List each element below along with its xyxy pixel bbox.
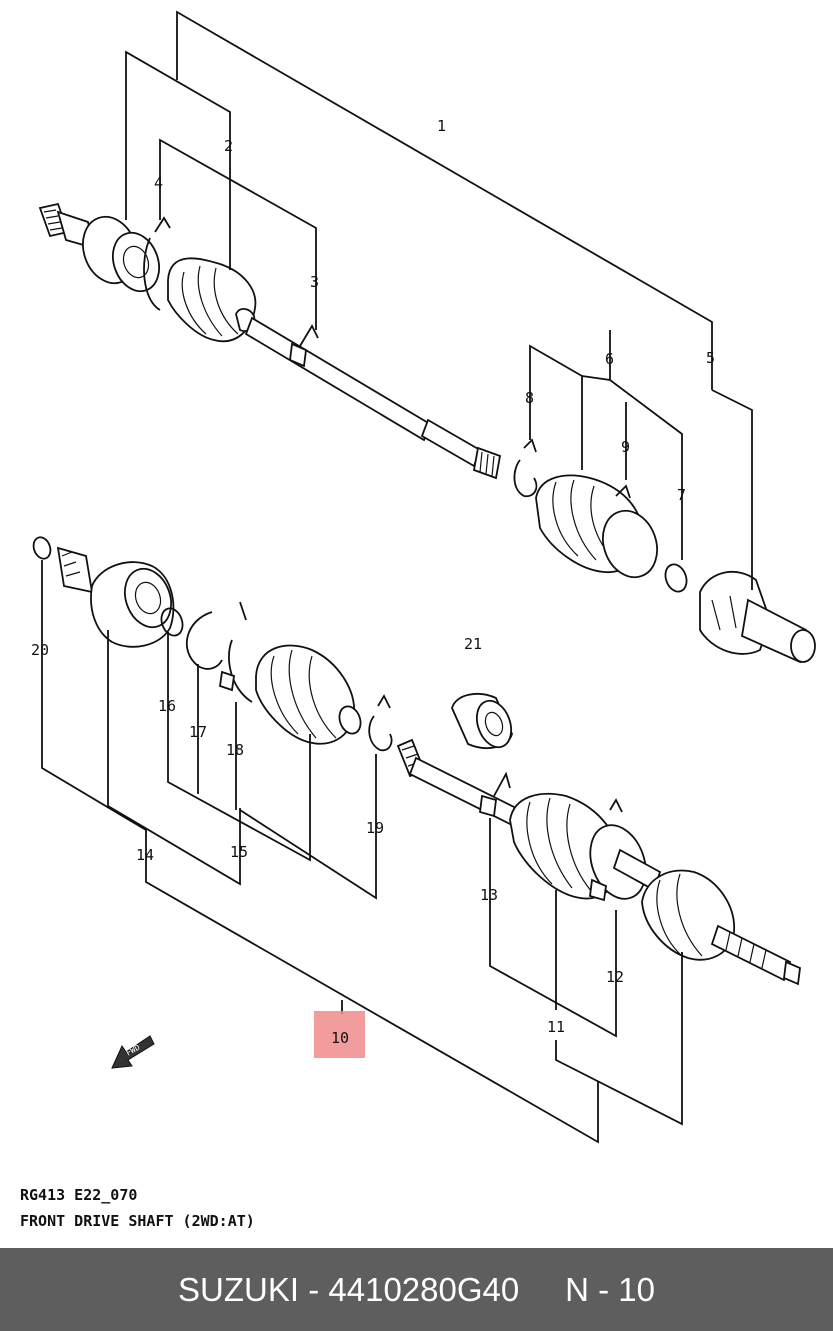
footer-spacer <box>519 1271 565 1309</box>
callout-21: 21 <box>464 635 482 653</box>
callout-13: 13 <box>480 886 498 904</box>
callout-5: 5 <box>706 349 715 367</box>
callout-4: 4 <box>154 174 163 192</box>
diagram-title: FRONT DRIVE SHAFT (2WD:AT) <box>20 1212 255 1230</box>
callout-14: 14 <box>136 846 154 864</box>
upper-leader-lines <box>125 10 753 590</box>
exploded-parts-diagram: FWD 1 2 4 3 6 5 8 9 7 21 20 16 17 18 19 … <box>31 10 816 1144</box>
callout-10: 10 <box>331 1029 349 1047</box>
footer-bar: SUZUKI - 4410280G40 N - 10 <box>0 1248 833 1331</box>
footer-part-number: SUZUKI - 4410280G40 <box>178 1270 520 1308</box>
callout-16: 16 <box>158 697 176 715</box>
callout-8: 8 <box>525 389 534 407</box>
callout-2: 2 <box>224 137 233 155</box>
callout-9: 9 <box>621 438 630 456</box>
callout-17: 17 <box>189 723 207 741</box>
callout-19: 19 <box>366 819 384 837</box>
footer-page-ref: N - 10 <box>565 1270 655 1308</box>
diagram-code: RG413 E22_070 <box>20 1186 138 1204</box>
callout-labels: 1 2 4 3 6 5 8 9 7 21 20 16 17 18 19 14 1… <box>31 117 715 1047</box>
highlight-box-10 <box>314 1011 365 1058</box>
lower-drive-shaft <box>32 536 393 752</box>
lower-outer-shaft <box>396 738 801 986</box>
callout-6: 6 <box>605 350 614 368</box>
lower-leader-lines <box>41 560 683 1144</box>
upper-drive-shaft <box>38 202 502 480</box>
callout-1: 1 <box>437 117 446 135</box>
upper-inner-joint <box>513 438 816 664</box>
callout-20: 20 <box>31 641 49 659</box>
callout-7: 7 <box>677 486 686 504</box>
callout-15: 15 <box>230 843 248 861</box>
callout-11: 11 <box>547 1018 565 1036</box>
callout-12: 12 <box>606 968 624 986</box>
fwd-arrow-icon: FWD <box>111 1035 155 1069</box>
callout-18: 18 <box>226 741 244 759</box>
callout-3: 3 <box>310 273 319 291</box>
bearing-21 <box>451 693 513 749</box>
